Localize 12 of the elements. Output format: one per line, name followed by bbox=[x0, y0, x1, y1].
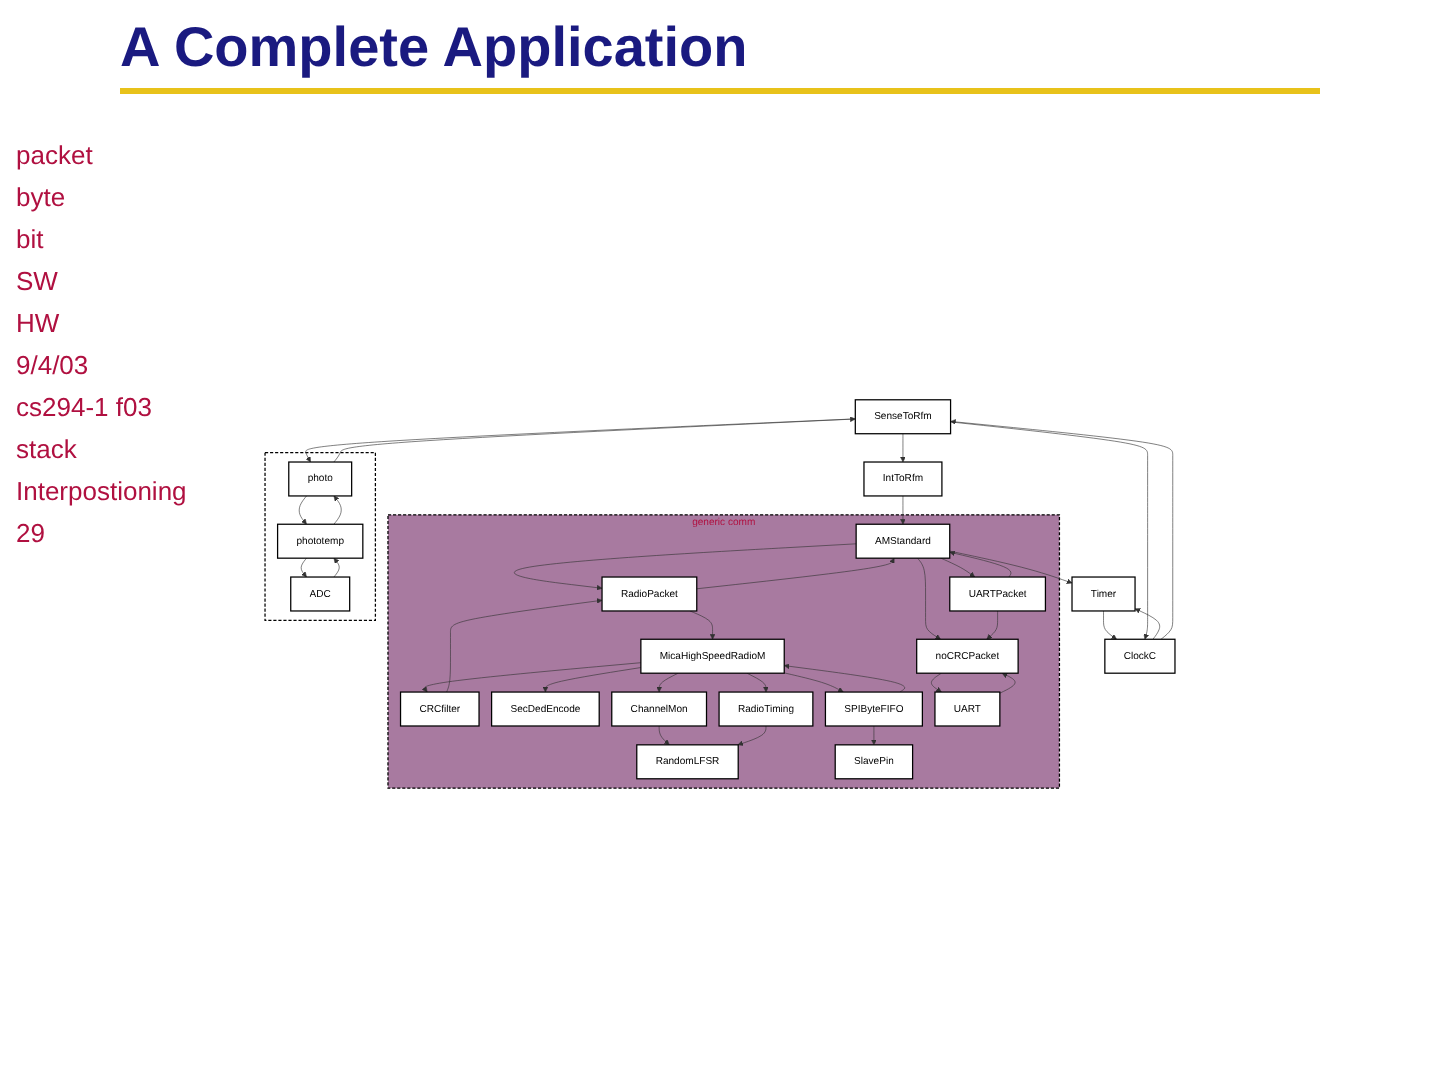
note-text: HW bbox=[16, 308, 62, 338]
note-text: SW bbox=[16, 266, 60, 296]
note-text: Interpostioning bbox=[16, 476, 189, 506]
note-text: packet bbox=[16, 140, 95, 170]
note-text: bit bbox=[16, 224, 46, 254]
note-text: stack bbox=[16, 434, 79, 464]
note-text: byte bbox=[16, 182, 68, 212]
cluster bbox=[264, 451, 377, 622]
note-text: 9/4/03 bbox=[16, 350, 91, 380]
note-text: cs294-1 f03 bbox=[16, 392, 154, 422]
note-text: 29 bbox=[16, 518, 47, 548]
slide-title: A Complete Application bbox=[120, 16, 1320, 94]
